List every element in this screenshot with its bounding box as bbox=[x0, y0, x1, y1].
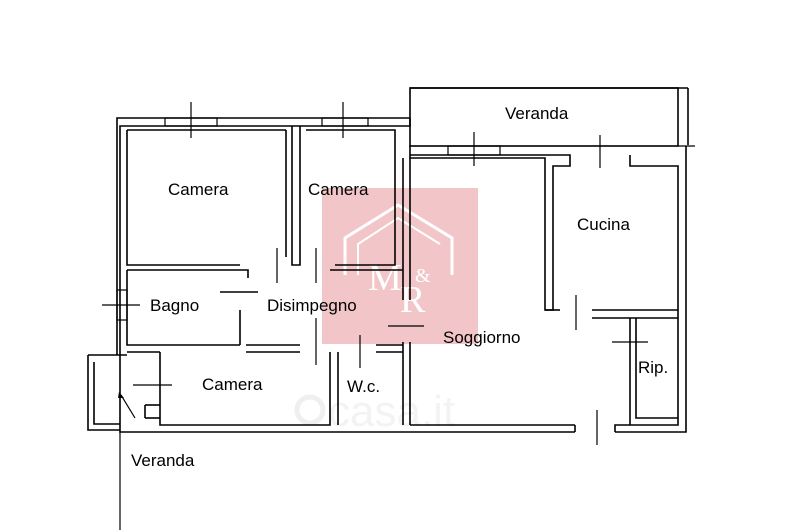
room-label-bagno: Bagno bbox=[150, 296, 199, 315]
agency-logo-watermark: M R & bbox=[322, 188, 478, 344]
brand-watermark: casa.it bbox=[294, 387, 455, 436]
room-label-veranda-bottom: Veranda bbox=[131, 451, 195, 470]
room-label-cucina: Cucina bbox=[577, 215, 630, 234]
svg-text:&: & bbox=[415, 265, 431, 287]
room-label-wc: W.c. bbox=[347, 377, 380, 396]
svg-text:R: R bbox=[400, 279, 426, 321]
doors bbox=[133, 248, 577, 386]
room-label-camera-3: Camera bbox=[202, 375, 263, 394]
room-label-veranda-top: Veranda bbox=[505, 104, 569, 123]
room-label-camera-1: Camera bbox=[168, 180, 229, 199]
room-label-camera-2: Camera bbox=[308, 180, 369, 199]
svg-text:M: M bbox=[368, 257, 402, 299]
room-label-disimpegno: Disimpegno bbox=[267, 296, 357, 315]
room-label-rip: Rip. bbox=[638, 358, 668, 377]
room-label-soggiorno: Soggiorno bbox=[443, 328, 521, 347]
windows bbox=[102, 102, 601, 445]
brand-watermark-text: casa.it bbox=[328, 387, 455, 436]
entry-arrow bbox=[118, 392, 136, 419]
